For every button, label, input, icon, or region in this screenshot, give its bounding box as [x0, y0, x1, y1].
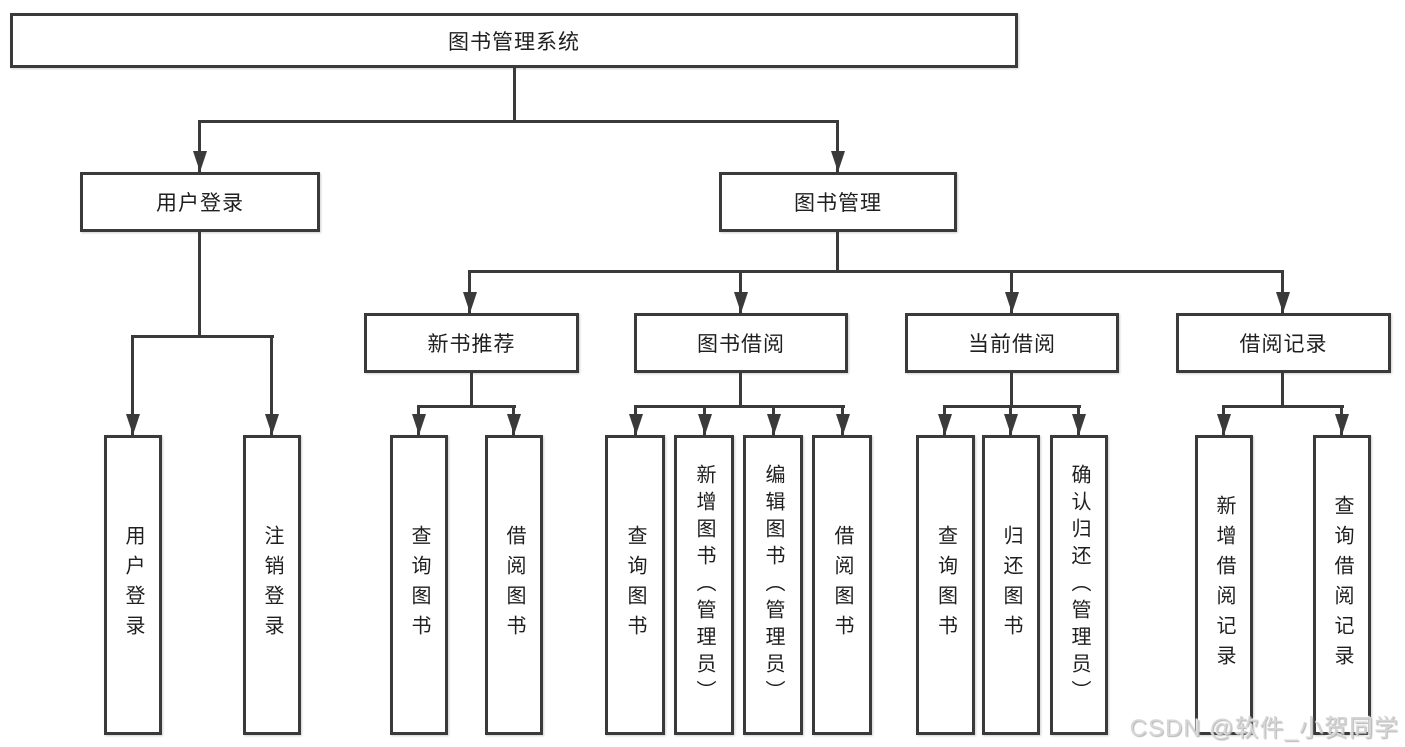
arrow-down-icon	[938, 414, 952, 435]
connector-book-mgmt-riser	[836, 232, 839, 270]
connector-drop-current-borrow	[1010, 270, 1013, 313]
connector-borrow-records-arm	[1222, 405, 1344, 408]
connector-user-login-arm	[132, 335, 274, 338]
node-book-borrow: 图书借阅	[634, 313, 848, 373]
node-current-borrow: 当前借阅	[905, 313, 1119, 373]
node-user-login: 用户登录	[80, 172, 320, 232]
arrow-down-icon	[1004, 414, 1018, 435]
arrow-down-icon	[412, 414, 426, 435]
node-new-book-rec: 新书推荐	[364, 313, 579, 373]
arrow-down-icon	[1217, 414, 1231, 435]
connector-book-borrow-riser	[739, 373, 742, 405]
connector-drop-book-borrow	[739, 270, 742, 313]
leaf-add-book-admin: 新增图书（管理员）	[674, 435, 734, 735]
connector-drop-user-login	[198, 120, 201, 172]
leaf-borrow-book-borrow-label: 借阅图书	[831, 525, 853, 645]
arrow-down-icon	[126, 414, 140, 435]
connector-root-riser	[513, 68, 516, 120]
leaf-borrow-book-rec: 借阅图书	[485, 435, 543, 735]
node-borrow-records-label: 借阅记录	[1239, 333, 1328, 356]
leaf-logout: 注销登录	[243, 435, 301, 735]
arrow-down-icon	[1335, 414, 1349, 435]
arrow-down-icon	[836, 414, 850, 435]
connector-new-book-rec-arm	[417, 405, 516, 408]
leaf-query-book-rec: 查询图书	[390, 435, 448, 735]
leaf-return-book-label: 归还图书	[1000, 525, 1022, 645]
node-borrow-records: 借阅记录	[1176, 313, 1391, 373]
node-new-book-rec-label: 新书推荐	[427, 333, 516, 356]
connector-drop-book-mgmt	[836, 120, 839, 172]
leaf-query-book-rec-label: 查询图书	[408, 525, 430, 645]
arrow-down-icon	[193, 151, 207, 172]
arrow-down-icon	[463, 292, 477, 313]
leaf-query-book-borrow: 查询图书	[605, 435, 665, 735]
connector-current-borrow-riser	[1010, 373, 1013, 405]
leaf-confirm-return-admin: 确认归还（管理员）	[1050, 435, 1108, 735]
leaf-borrow-book-rec-label: 借阅图书	[503, 525, 525, 645]
node-user-login-label: 用户登录	[156, 192, 244, 215]
node-current-borrow-label: 当前借阅	[968, 333, 1056, 356]
connector-current-borrow-arm	[943, 405, 1081, 408]
arrow-down-icon	[1276, 292, 1290, 313]
node-book-mgmt: 图书管理	[719, 172, 957, 232]
arrow-down-icon	[507, 414, 521, 435]
node-book-borrow-label: 图书借阅	[697, 333, 785, 356]
connector-user-login-riser	[198, 232, 201, 335]
connector-book-borrow-arm	[634, 405, 845, 408]
connector-drop-borrow-records	[1281, 270, 1284, 313]
node-book-mgmt-label: 图书管理	[794, 192, 882, 215]
connector-drop-leaf-user-login	[131, 335, 134, 435]
connector-drop-leaf-logout	[270, 335, 273, 435]
leaf-query-book-borrow-label: 查询图书	[624, 525, 646, 645]
arrow-down-icon	[265, 414, 279, 435]
connector-level3-arm	[468, 270, 1284, 273]
leaf-query-borrow-record-label: 查询借阅记录	[1331, 495, 1353, 675]
csdn-watermark: CSDN @软件_小贺同学	[1129, 715, 1399, 742]
leaf-add-book-admin-label: 新增图书（管理员）	[693, 463, 715, 707]
leaf-edit-book-admin: 编辑图书（管理员）	[743, 435, 803, 735]
leaf-add-borrow-record-label: 新增借阅记录	[1213, 495, 1235, 675]
leaf-query-book-current-label: 查询图书	[934, 525, 957, 645]
connector-level2-arm	[198, 120, 839, 123]
arrow-down-icon	[734, 292, 748, 313]
leaf-add-borrow-record: 新增借阅记录	[1195, 435, 1253, 735]
arrow-down-icon	[831, 151, 845, 172]
leaf-confirm-return-admin-label: 确认归还（管理员）	[1068, 463, 1090, 707]
arrow-down-icon	[629, 414, 643, 435]
connector-borrow-records-riser	[1281, 373, 1284, 405]
connector-drop-new-book-rec	[468, 270, 471, 313]
node-root-label: 图书管理系统	[448, 30, 580, 54]
leaf-edit-book-admin-label: 编辑图书（管理员）	[762, 463, 784, 707]
arrow-down-icon	[698, 414, 712, 435]
arrow-down-icon	[767, 414, 781, 435]
arrow-down-icon	[1005, 292, 1019, 313]
node-root: 图书管理系统	[10, 13, 1018, 68]
leaf-return-book: 归还图书	[982, 435, 1040, 735]
arrow-down-icon	[1072, 414, 1086, 435]
connector-new-book-rec-riser	[470, 373, 473, 405]
leaf-logout-label: 注销登录	[261, 525, 283, 645]
leaf-query-borrow-record: 查询借阅记录	[1313, 435, 1371, 735]
leaf-query-book-current: 查询图书	[916, 435, 975, 735]
leaf-borrow-book-borrow: 借阅图书	[812, 435, 872, 735]
leaf-user-login-label: 用户登录	[122, 525, 144, 645]
leaf-user-login: 用户登录	[104, 435, 162, 735]
